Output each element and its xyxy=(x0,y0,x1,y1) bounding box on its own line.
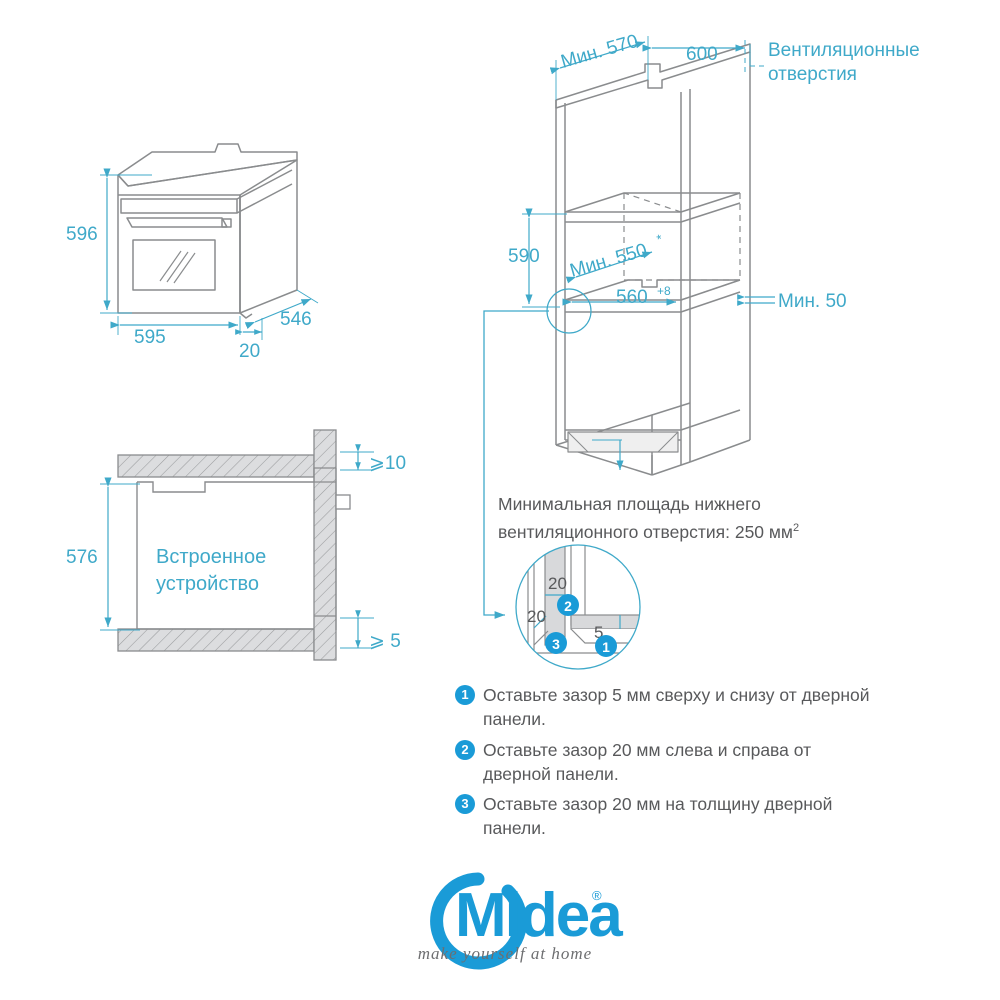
section-bottom-gap-dim: ⩾ 5 xyxy=(369,631,401,652)
vent-area-note-line2: вентиляционного отверстия: 250 мм xyxy=(498,521,793,542)
instruction-3-line2: панели. xyxy=(483,818,546,838)
instruction-item-3: 3 Оставьте зазор 20 мм на толщину дверно… xyxy=(455,792,935,840)
detail-dim-left: 20 xyxy=(527,607,546,626)
detail-marker-2: 2 xyxy=(557,594,579,616)
detail-dim-right: 5 xyxy=(594,623,603,642)
detail-marker-1: 1 xyxy=(595,635,617,657)
oven-door-thickness-dim: 20 xyxy=(239,341,260,362)
cabinet-niche-width-sup: +8 xyxy=(657,284,671,298)
cabinet-niche-depth-dim: Мин. 550 xyxy=(568,240,650,282)
instruction-item-2: 2 Оставьте зазор 20 мм слева и справа от… xyxy=(455,738,935,786)
midea-logo-mark xyxy=(430,872,528,970)
detail-marker-3: 3 xyxy=(545,632,567,654)
oven-width-dim: 595 xyxy=(134,327,166,348)
detail-marker-1-label: 1 xyxy=(602,639,610,655)
vent-openings-label-line2: отверстия xyxy=(768,64,857,85)
oven-height-dim: 596 xyxy=(66,224,98,245)
detail-marker-3-label: 3 xyxy=(552,636,560,652)
instruction-item-1: 1 Оставьте зазор 5 мм сверху и снизу от … xyxy=(455,683,935,731)
cabinet-rear-gap-dim: Мин. 50 xyxy=(778,291,847,312)
brand-logo: Midea ® xyxy=(370,862,640,982)
vent-area-note: Минимальная площадь нижнего вентиляционн… xyxy=(498,492,878,544)
oven-perspective-drawing xyxy=(117,143,298,319)
instruction-2-badge: 2 xyxy=(455,740,475,760)
built-in-device-label-line2: устройство xyxy=(156,573,259,595)
section-height-dim: 576 xyxy=(66,547,98,568)
vent-area-note-line1: Минимальная площадь нижнего xyxy=(498,494,761,514)
oven-depth-dim: 546 xyxy=(280,309,312,330)
brand-name: Midea xyxy=(455,881,623,950)
vent-area-note-sup: 2 xyxy=(792,522,800,534)
instruction-1-badge: 1 xyxy=(455,685,475,705)
built-in-device-label-line1: Встроенное xyxy=(156,546,266,568)
brand-tagline: make yourself at home xyxy=(417,944,593,963)
cabinet-niche-height-dim: 590 xyxy=(508,246,540,267)
instruction-2-line1: Оставьте зазор 20 мм слева и справа от xyxy=(483,740,812,760)
instruction-1-line1: Оставьте зазор 5 мм сверху и снизу от дв… xyxy=(483,685,870,705)
vent-openings-label-line1: Вентиляционные xyxy=(768,40,920,61)
detail-marker-2-label: 2 xyxy=(564,598,572,614)
instruction-1-line2: панели. xyxy=(483,709,546,729)
detail-dim-top: 20 xyxy=(548,574,567,593)
cabinet-niche-depth-sup: * xyxy=(655,231,664,247)
cabinet-dashed-guides xyxy=(623,192,741,301)
oven-dimensions xyxy=(100,168,319,340)
brand-registered-mark: ® xyxy=(592,888,602,903)
cabinet-top-right-dim: 600 xyxy=(686,44,718,65)
cabinet-dimensions xyxy=(522,36,775,470)
detail-leader-line xyxy=(483,288,592,619)
instruction-3-badge: 3 xyxy=(455,794,475,814)
section-top-gap-dim: ⩾10 xyxy=(369,453,406,474)
cabinet-top-left-dim: Мин. 570 xyxy=(559,31,641,73)
section-dimensions xyxy=(100,444,374,649)
instruction-3-line1: Оставьте зазор 20 мм на толщину дверной xyxy=(483,794,833,814)
built-in-section-drawing xyxy=(117,429,351,661)
cabinet-niche-width-dim: 560 xyxy=(616,287,648,308)
instruction-2-line2: дверной панели. xyxy=(483,764,619,784)
